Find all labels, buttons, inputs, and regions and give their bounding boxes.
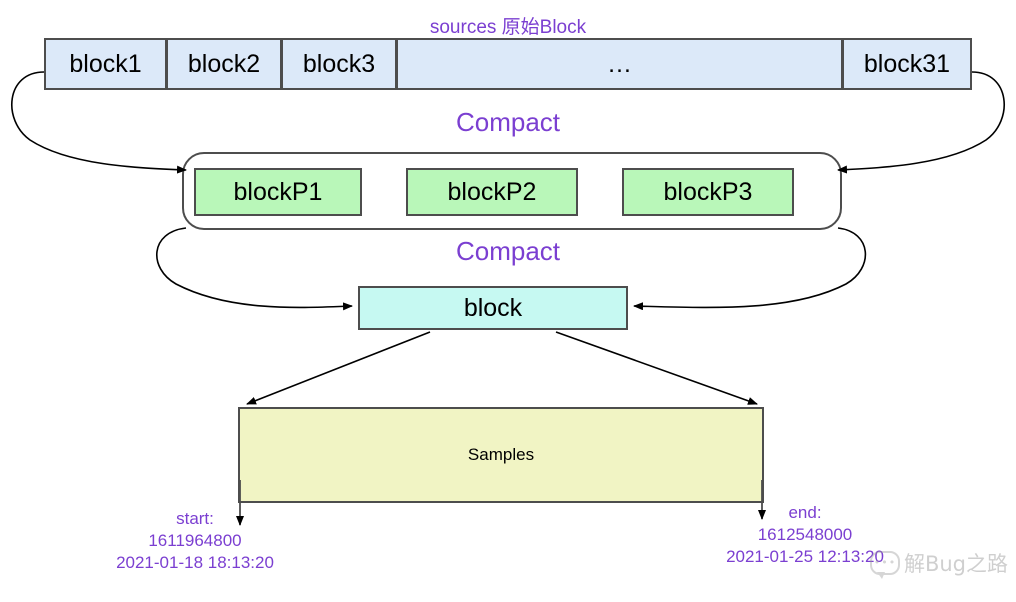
compact-label-2: Compact bbox=[455, 236, 561, 266]
end-caption: end: bbox=[788, 503, 822, 522]
start-datetime: 2021-01-18 18:13:20 bbox=[116, 553, 274, 572]
final-block-box: block bbox=[358, 286, 628, 330]
source-block-cell: block1 bbox=[44, 38, 166, 90]
compact-label-1: Compact bbox=[455, 107, 561, 137]
block-to-samples-left-arrow bbox=[246, 331, 431, 405]
persisted-block-p2: blockP2 bbox=[406, 168, 578, 216]
end-timestamp: 1612548000 bbox=[757, 525, 853, 544]
start-annotation: start: 1611964800 2021-01-18 18:13:20 bbox=[90, 508, 300, 574]
source-block-cell: block31 bbox=[842, 38, 972, 90]
watermark-text: 解Bug之路 bbox=[903, 552, 1008, 576]
persisted-block-p1: blockP1 bbox=[194, 168, 362, 216]
source-block-row: block1 block2 block3 … block31 bbox=[44, 38, 972, 90]
source-block-cell: block2 bbox=[166, 38, 281, 90]
source-block-ellipsis-cell: … bbox=[396, 38, 842, 90]
end-annotation: end: 1612548000 2021-01-25 12:13:20 bbox=[700, 502, 910, 568]
start-timestamp: 1611964800 bbox=[148, 531, 242, 550]
samples-box: Samples bbox=[238, 407, 764, 503]
end-datetime: 2021-01-25 12:13:20 bbox=[726, 547, 884, 566]
diagram-title: sources 原始Block bbox=[429, 17, 587, 38]
persisted-block-p3: blockP3 bbox=[622, 168, 794, 216]
source-block-cell: block3 bbox=[281, 38, 396, 90]
start-caption: start: bbox=[176, 509, 214, 528]
block-to-samples-right-arrow bbox=[555, 331, 758, 405]
